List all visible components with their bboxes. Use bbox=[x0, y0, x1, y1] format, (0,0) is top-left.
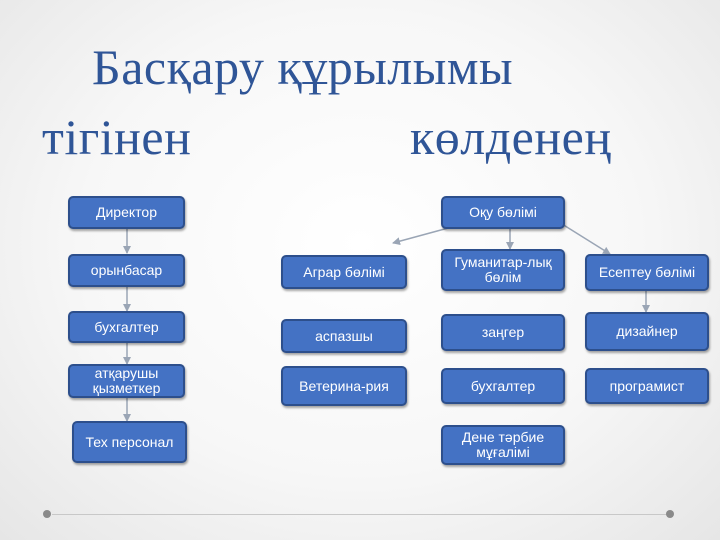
box-lawyer: заңгер bbox=[441, 314, 565, 351]
box-agrar-dept: Аграр бөлімі bbox=[281, 255, 407, 289]
box-programmer: програмист bbox=[585, 368, 709, 404]
box-pe-teacher: Дене тәрбие мұғалімі bbox=[441, 425, 565, 465]
box-cook: аспазшы bbox=[281, 319, 407, 353]
box-director: Директор bbox=[68, 196, 185, 229]
box-designer: дизайнер bbox=[585, 312, 709, 351]
footer-dot-left bbox=[43, 510, 51, 518]
footer-dot-right bbox=[666, 510, 674, 518]
box-accountant: бухгалтер bbox=[68, 311, 185, 343]
box-deputy: орынбасар bbox=[68, 254, 185, 287]
slide-title: Басқару құрылымы bbox=[92, 39, 514, 95]
box-accountant-2: бухгалтер bbox=[441, 368, 565, 404]
box-computing-dept: Есептеу бөлімі bbox=[585, 254, 709, 291]
connector-root-computing bbox=[561, 223, 611, 255]
box-education-dept: Оқу бөлімі bbox=[441, 196, 565, 229]
title-vertical: тігінен bbox=[42, 109, 192, 165]
box-veterinary: Ветерина-рия bbox=[281, 366, 407, 406]
footer-divider bbox=[52, 514, 670, 515]
title-horizontal: көлденең bbox=[410, 109, 612, 165]
box-tech-staff: Тех персонал bbox=[72, 421, 187, 463]
box-humanitarian-dept: Гуманитар-лық бөлім bbox=[441, 249, 565, 291]
box-executive-staff: атқарушы қызметкер bbox=[68, 364, 185, 398]
